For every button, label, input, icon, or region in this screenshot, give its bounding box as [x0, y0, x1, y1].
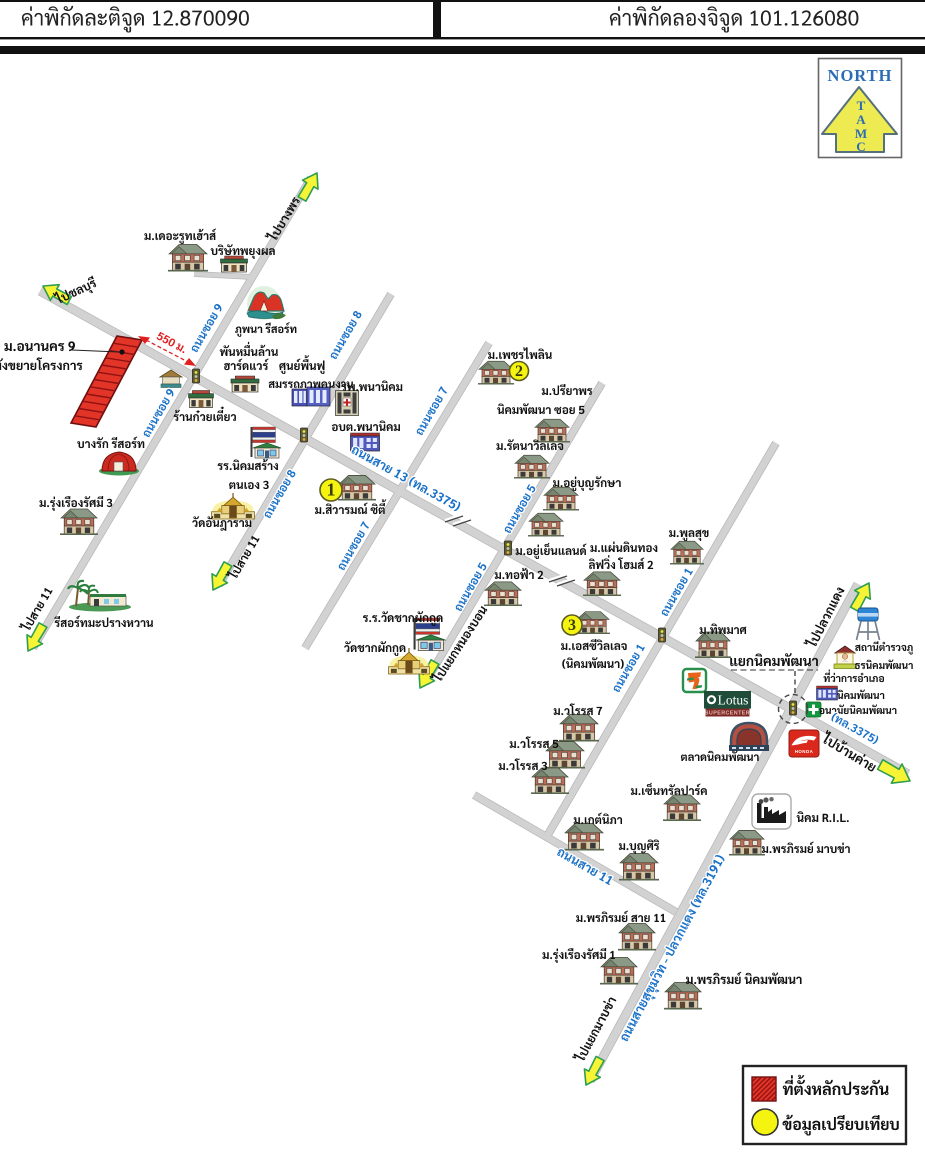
- svg-text:M: M: [855, 126, 867, 141]
- svg-text:HONDA: HONDA: [795, 749, 814, 754]
- svg-text:A: A: [856, 112, 866, 127]
- svg-text:T: T: [857, 98, 866, 113]
- svg-text:NORTH: NORTH: [828, 66, 893, 85]
- svg-text:Lotus: Lotus: [718, 693, 749, 708]
- svg-text:3: 3: [568, 617, 576, 634]
- svg-text:2: 2: [515, 363, 523, 380]
- svg-text:SUPERCENTER: SUPERCENTER: [705, 711, 750, 717]
- svg-text:C: C: [856, 139, 865, 154]
- svg-text:1: 1: [327, 480, 336, 500]
